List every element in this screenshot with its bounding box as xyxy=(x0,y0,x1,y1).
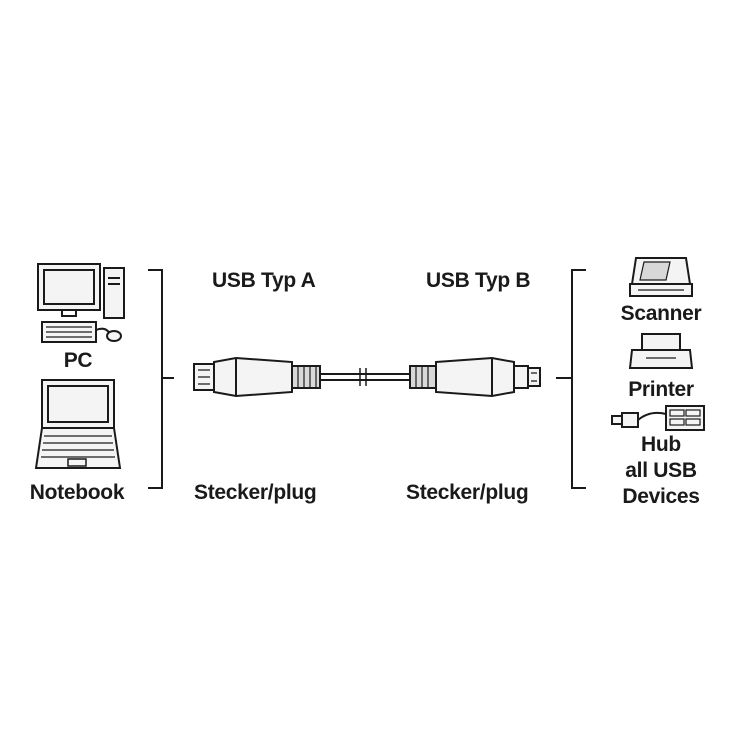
usb-type-b-title: USB Typ B xyxy=(426,269,531,292)
notebook-label: Notebook xyxy=(29,481,125,504)
all-usb-label: all USB xyxy=(625,459,697,482)
left-bracket xyxy=(148,269,174,489)
printer-icon xyxy=(628,333,694,369)
hub-icon xyxy=(611,405,705,431)
right-bracket xyxy=(556,269,586,489)
usb-type-a-title: USB Typ A xyxy=(212,269,316,292)
printer-label: Printer xyxy=(628,378,694,401)
usb-b-body xyxy=(435,356,515,398)
pc-icon xyxy=(37,263,125,343)
usb-type-b-caption: Stecker/plug xyxy=(406,481,529,504)
usb-cable xyxy=(193,356,541,398)
devices-label: Devices xyxy=(622,485,700,508)
usb-b-plug-tip xyxy=(513,365,529,389)
hub-label: Hub xyxy=(641,433,681,456)
usb-type-a-caption: Stecker/plug xyxy=(194,481,317,504)
usb-a-body xyxy=(213,356,293,398)
scanner-label: Scanner xyxy=(620,302,702,325)
scanner-icon xyxy=(629,257,693,297)
pc-label: PC xyxy=(63,349,93,372)
notebook-icon xyxy=(34,379,122,469)
